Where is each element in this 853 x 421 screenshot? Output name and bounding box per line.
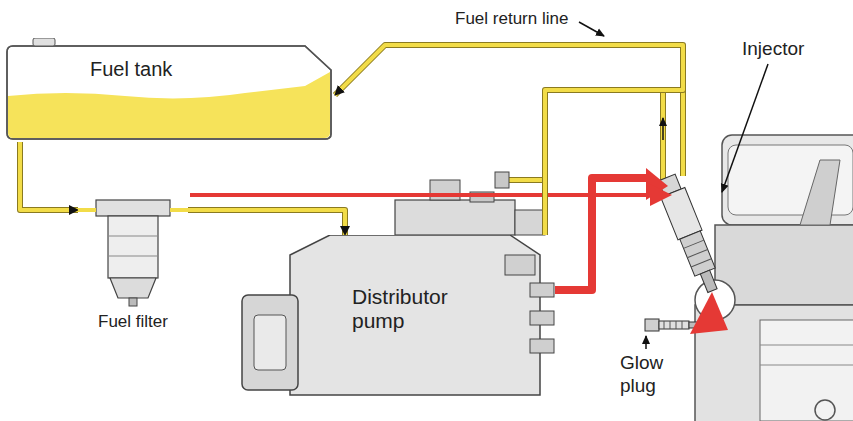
fuel-tank-outline (5, 38, 335, 142)
part-label: Injector (742, 38, 804, 61)
engine-head (695, 135, 853, 421)
injector (655, 173, 725, 296)
leader-lines (579, 22, 768, 349)
node-label: Fuel tank (90, 58, 250, 81)
fuel-pipe (335, 45, 683, 235)
node-label: Distributor pump (352, 285, 482, 333)
distributor-pump: Distributor pump (240, 235, 555, 400)
fuel-pipe (188, 210, 345, 235)
fuel-filter: Fuel filter (78, 186, 188, 346)
part-label: Glow plug (620, 352, 680, 398)
pipe-label: Fuel return line (455, 9, 568, 29)
fuel-tank: Fuel tank (5, 38, 335, 142)
fuel-pipe (20, 142, 78, 210)
node-label: Fuel filter (78, 312, 188, 332)
